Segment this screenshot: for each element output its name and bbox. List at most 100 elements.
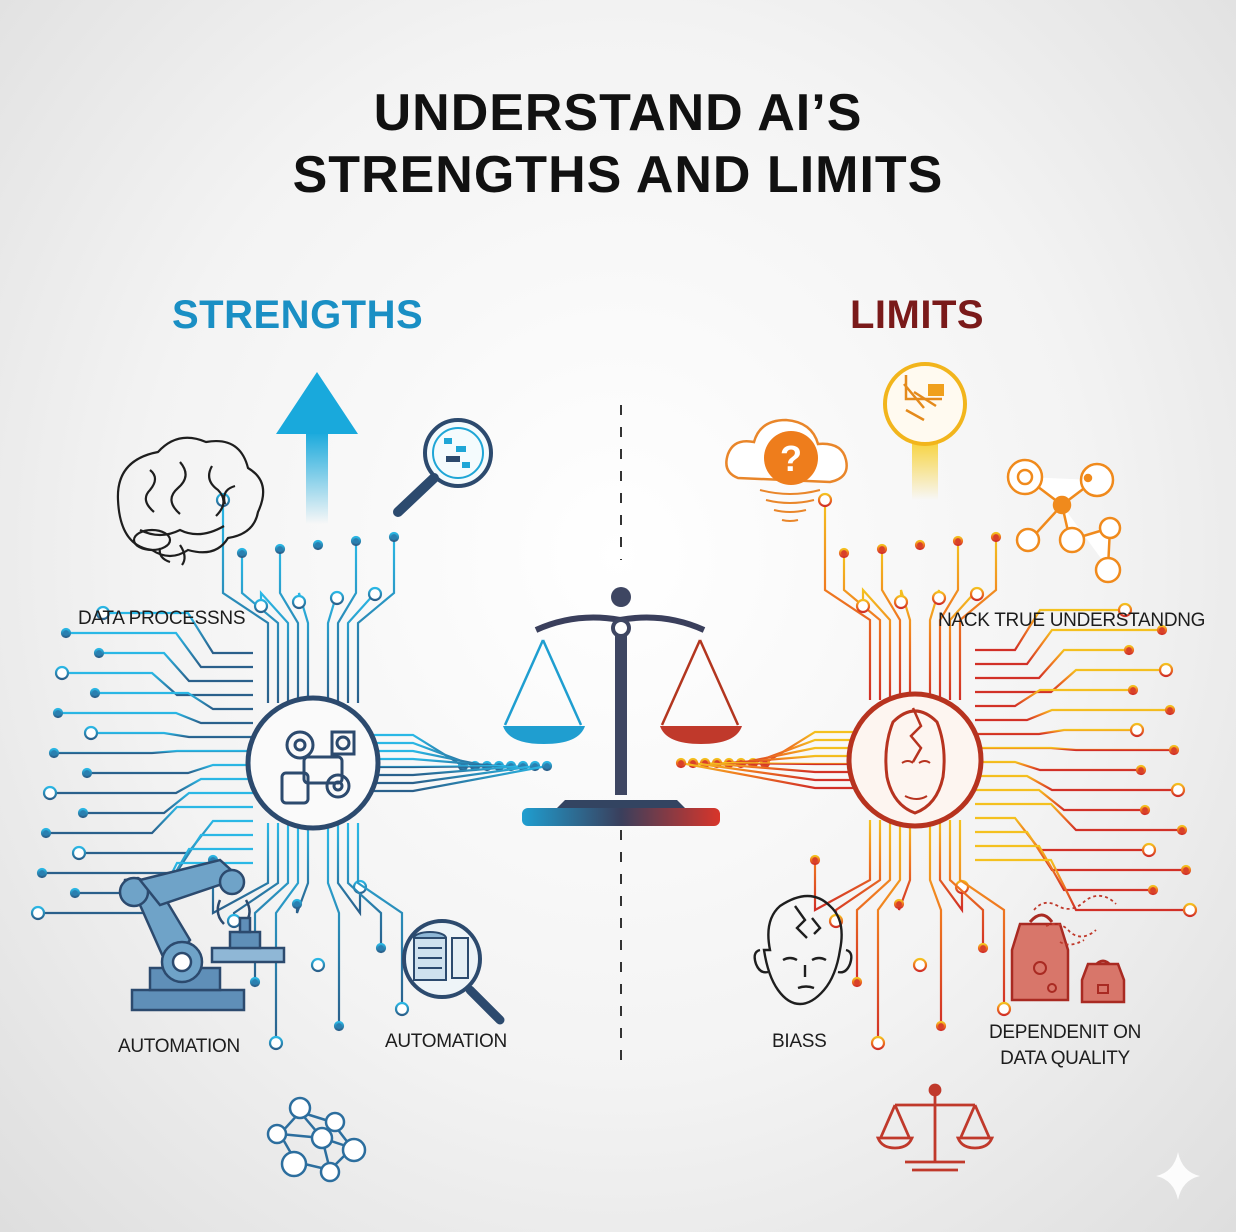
right-circuit-trace bbox=[975, 844, 1153, 892]
left-circuit-trace bbox=[66, 631, 253, 669]
left-circuit-trace bbox=[336, 823, 362, 917]
left-trace-node bbox=[226, 913, 242, 929]
right-circuit-trace bbox=[975, 668, 1166, 694]
right-trace-node bbox=[1139, 804, 1151, 816]
gears-processing-icon bbox=[245, 695, 381, 831]
left-trace-node bbox=[54, 665, 70, 681]
left-circuit-trace bbox=[297, 592, 310, 703]
question-cloud-icon: ? bbox=[725, 418, 848, 522]
right-trace-node bbox=[935, 1020, 947, 1032]
left-circuit-trace bbox=[83, 791, 253, 815]
right-trace-node bbox=[893, 594, 909, 610]
right-circuit-trace bbox=[728, 754, 855, 765]
left-trace-node bbox=[249, 976, 261, 988]
left-trace-node bbox=[268, 1035, 284, 1051]
right-trace-node bbox=[1182, 902, 1198, 918]
limits-heading: LIMITS bbox=[850, 293, 985, 337]
label-automation-left: AUTOMATION bbox=[118, 1036, 240, 1057]
left-trace-node bbox=[350, 535, 362, 547]
right-circuit-trace bbox=[958, 537, 998, 700]
network-nodes-icon bbox=[266, 1096, 367, 1183]
left-circuit-trace bbox=[373, 749, 488, 768]
right-circuit-trace bbox=[975, 608, 1125, 652]
right-circuit-trace bbox=[928, 820, 943, 1026]
right-trace-node bbox=[977, 942, 989, 954]
left-circuit-trace bbox=[91, 731, 253, 739]
strengths-heading: STRENGTHS bbox=[172, 293, 424, 337]
left-trace-node bbox=[274, 543, 286, 555]
right-circuit-trace bbox=[834, 820, 882, 921]
right-circuit-trace bbox=[938, 541, 960, 700]
right-circuit-trace bbox=[692, 761, 855, 782]
right-circuit-trace bbox=[948, 587, 979, 700]
balance-scale-icon bbox=[503, 587, 742, 826]
right-circuit-trace bbox=[740, 746, 855, 765]
left-trace-node bbox=[89, 687, 101, 699]
left-trace-node bbox=[291, 898, 303, 910]
left-circuit-trace bbox=[46, 805, 253, 835]
right-trace-node bbox=[1135, 764, 1147, 776]
left-circuit-trace bbox=[356, 537, 396, 703]
brain-icon bbox=[116, 436, 265, 566]
left-circuit-trace bbox=[103, 611, 253, 655]
left-trace-node bbox=[81, 767, 93, 779]
left-trace-node bbox=[329, 590, 345, 606]
left-circuit-trace bbox=[221, 500, 270, 703]
label-bias: BIASS bbox=[772, 1031, 827, 1052]
left-circuit-trace bbox=[278, 549, 300, 703]
right-circuit-trace bbox=[975, 688, 1133, 708]
sparkle-watermark-icon bbox=[1156, 1152, 1200, 1200]
left-trace-node bbox=[42, 785, 58, 801]
right-circuit-trace bbox=[823, 500, 872, 700]
left-circuit-trace bbox=[373, 757, 500, 768]
right-trace-node bbox=[1170, 782, 1186, 798]
right-circuit-trace bbox=[975, 830, 1186, 872]
right-circuit-trace bbox=[975, 774, 1178, 792]
left-trace-node bbox=[95, 605, 111, 621]
left-circuit-trace bbox=[99, 651, 253, 683]
right-circuit-trace bbox=[680, 761, 855, 790]
right-trace-node bbox=[914, 539, 926, 551]
cracked-head-icon bbox=[846, 691, 984, 829]
magnifier-database-icon bbox=[402, 919, 505, 1025]
label-automation-right: AUTOMATION bbox=[385, 1031, 507, 1052]
right-trace-node bbox=[851, 976, 863, 988]
left-trace-node bbox=[394, 1001, 410, 1017]
right-trace-node bbox=[893, 898, 905, 910]
right-trace-node bbox=[809, 854, 821, 866]
right-circuit-trace bbox=[975, 802, 1182, 832]
broken-tool-icon bbox=[883, 362, 967, 500]
right-trace-node bbox=[1129, 722, 1145, 738]
right-circuit-trace bbox=[948, 820, 985, 948]
left-circuit-trace bbox=[50, 777, 253, 795]
left-trace-node bbox=[52, 707, 64, 719]
right-circuit-trace bbox=[958, 820, 1006, 1009]
left-trace-node bbox=[367, 586, 383, 602]
left-circuit-trace bbox=[346, 823, 383, 948]
left-circuit-trace bbox=[326, 592, 339, 703]
right-circuit-trace bbox=[813, 820, 872, 912]
small-scales-icon bbox=[875, 1083, 995, 1172]
right-trace-node bbox=[912, 957, 928, 973]
up-arrow-icon bbox=[276, 372, 358, 524]
right-trace-node bbox=[1168, 744, 1180, 756]
left-circuit-trace bbox=[62, 671, 253, 697]
left-circuit-trace bbox=[346, 590, 377, 703]
right-circuit-trace bbox=[928, 589, 941, 700]
left-trace-node bbox=[312, 539, 324, 551]
right-circuit-trace bbox=[975, 788, 1145, 812]
left-trace-node bbox=[69, 887, 81, 899]
right-circuit-trace bbox=[855, 820, 892, 982]
svg-text:?: ? bbox=[780, 438, 802, 479]
right-circuit-trace bbox=[975, 858, 1190, 912]
right-trace-node bbox=[1117, 602, 1133, 618]
left-circuit-trace bbox=[356, 823, 404, 1009]
left-circuit-trace bbox=[95, 691, 253, 711]
right-trace-node bbox=[931, 590, 947, 606]
title-line-1: UNDERSTAND AI’S bbox=[373, 84, 863, 142]
label-data-processing: DATA PROCESSNS bbox=[78, 608, 246, 629]
left-trace-node bbox=[310, 957, 326, 973]
right-circuit-trace bbox=[880, 549, 902, 700]
right-trace-node bbox=[996, 1001, 1012, 1017]
left-trace-node bbox=[253, 598, 269, 614]
